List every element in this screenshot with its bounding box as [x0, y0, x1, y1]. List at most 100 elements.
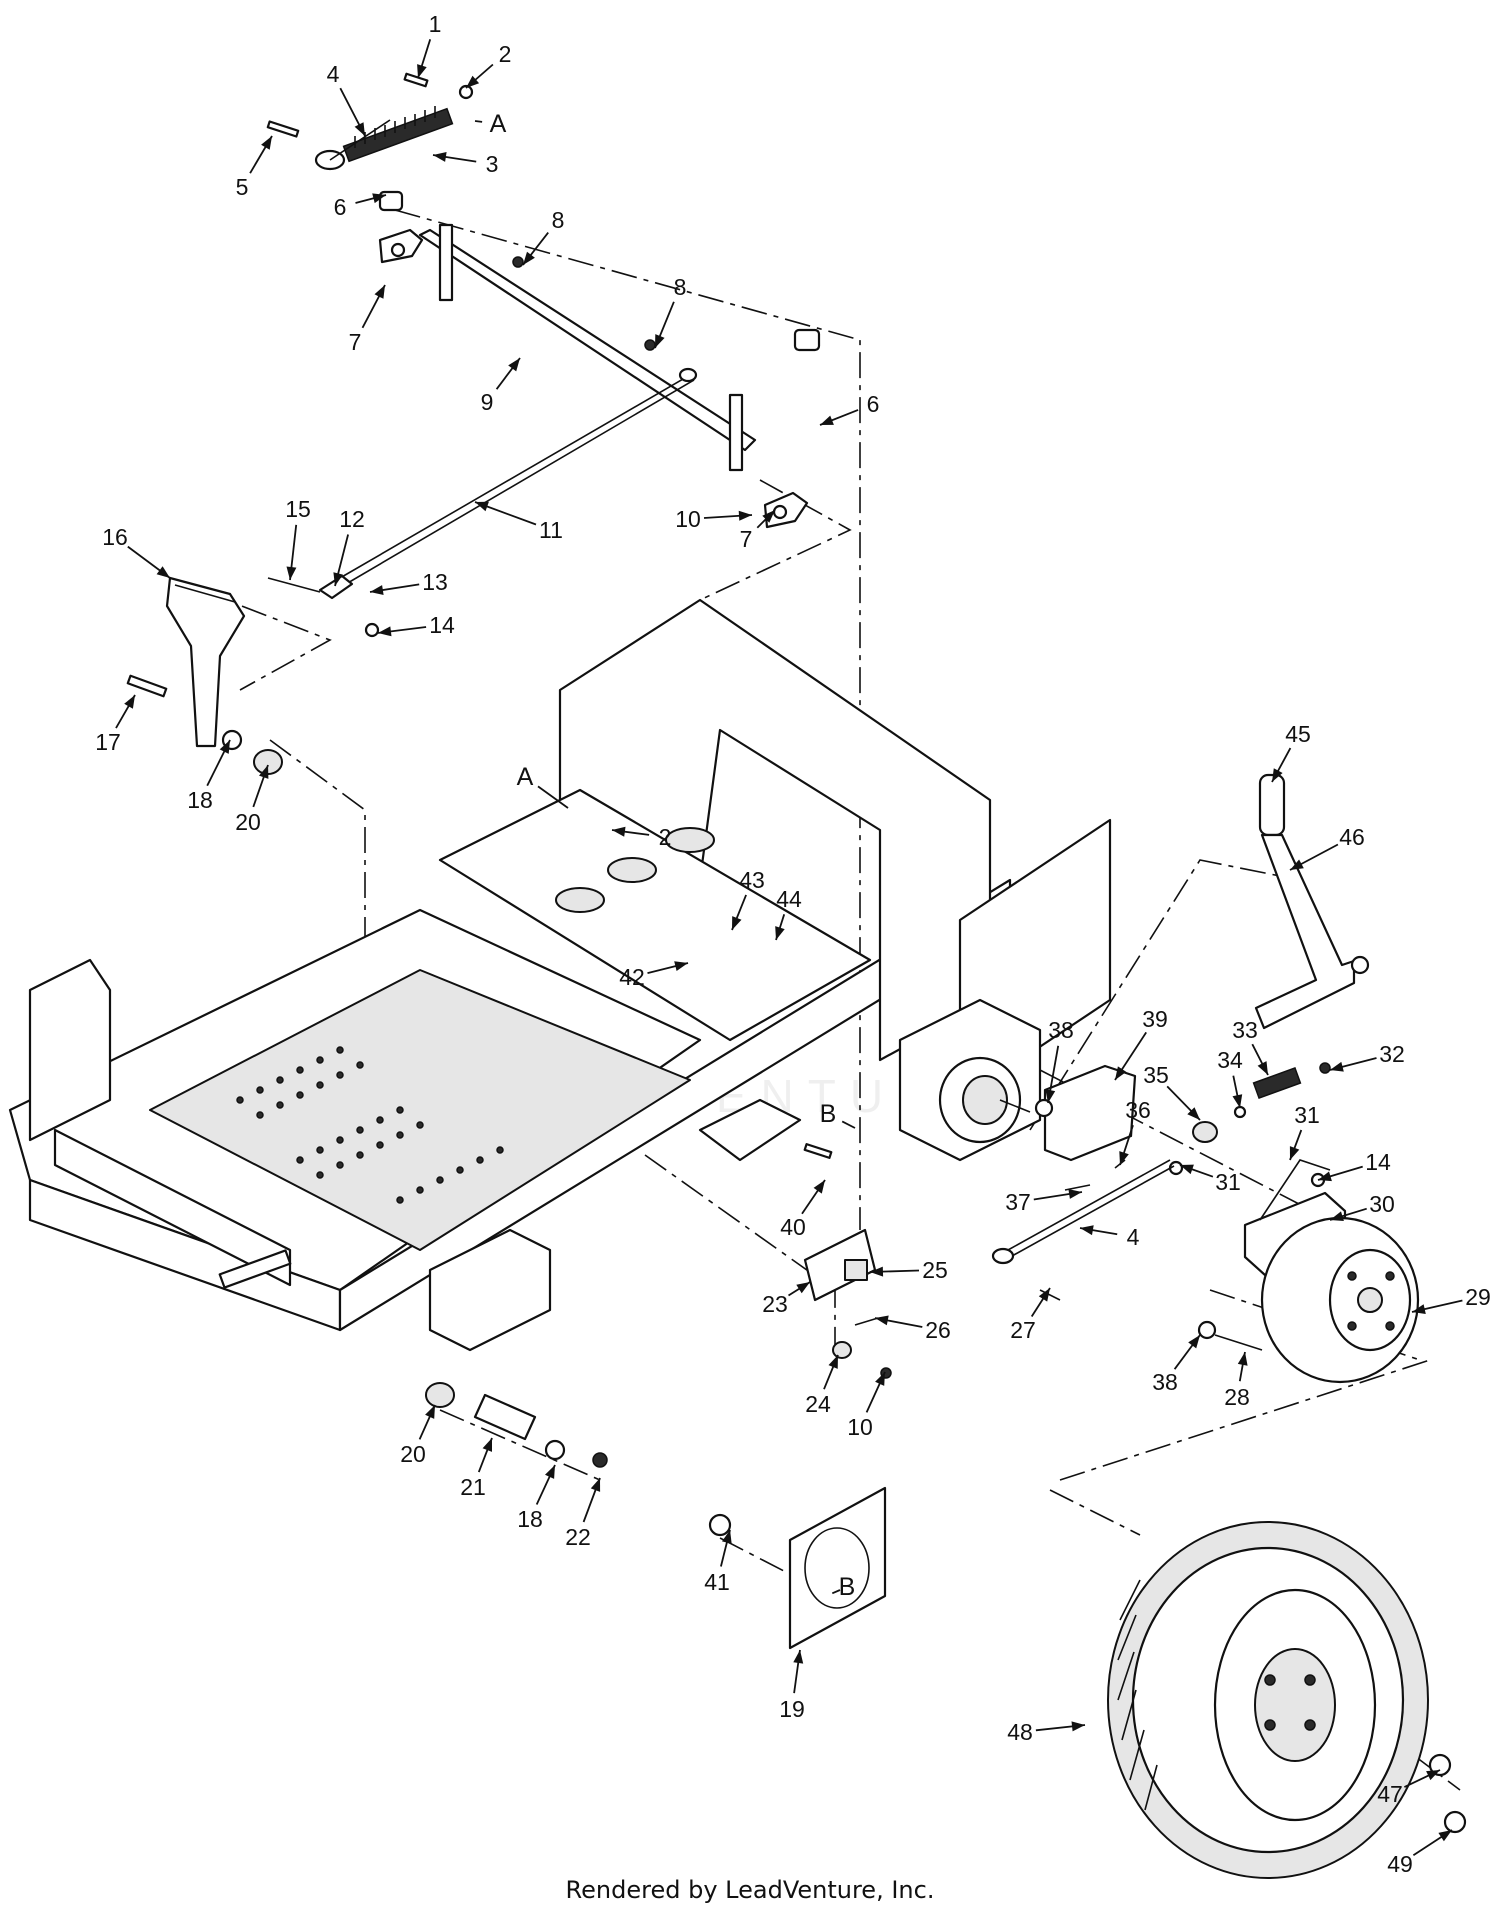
wheel-motor-assembly	[898, 998, 1420, 1384]
callout-22: 22	[565, 1477, 601, 1550]
callout-number: 18	[517, 1506, 543, 1532]
arrowhead	[508, 358, 520, 372]
bolt-1	[403, 72, 429, 88]
callout-number: 1	[429, 11, 442, 37]
callout-B: B	[831, 1573, 856, 1601]
arrowhead	[333, 572, 343, 586]
nut-8a	[512, 256, 524, 268]
callout-number: 22	[565, 1524, 591, 1550]
arrowhead	[417, 64, 427, 78]
arrowhead	[1237, 1352, 1248, 1366]
callout-28: 28	[1224, 1351, 1250, 1410]
arrowhead	[612, 826, 626, 837]
arrowhead	[1330, 1061, 1344, 1072]
bushing-6a	[378, 190, 404, 212]
callout-33: 33	[1232, 1017, 1269, 1076]
arrowhead	[1257, 1061, 1268, 1075]
arrowhead	[870, 1266, 884, 1277]
nut-8b	[644, 339, 656, 351]
arrowhead	[545, 1465, 555, 1479]
callout-number: 41	[704, 1569, 730, 1595]
bolt-28	[1214, 1334, 1263, 1351]
callout-number: 46	[1339, 824, 1365, 850]
arrowhead	[722, 1530, 732, 1544]
callout-number: 6	[867, 391, 880, 417]
callout-13: 13	[369, 569, 448, 595]
callout-20: 20	[235, 764, 269, 835]
washer-18b	[544, 1439, 566, 1461]
callout-number: 32	[1379, 1041, 1405, 1067]
callout-11: 11	[474, 501, 563, 543]
callout-number: 31	[1294, 1102, 1320, 1128]
callout-46: 46	[1289, 824, 1365, 871]
arrowhead	[466, 75, 480, 88]
callout-7: 7	[349, 284, 386, 355]
callout-12: 12	[333, 506, 365, 587]
switch-bracket	[803, 1143, 892, 1379]
arrowhead	[433, 152, 447, 162]
arrowhead	[1412, 1304, 1426, 1314]
upper-linkage	[266, 72, 821, 638]
arrowhead	[1038, 1288, 1050, 1302]
arrowhead	[219, 740, 230, 754]
callout-number: 20	[400, 1441, 426, 1467]
callout-40: 40	[780, 1179, 826, 1240]
bushing-6b	[793, 328, 821, 352]
callout-42: 42	[619, 961, 689, 990]
callout-number: B	[839, 1573, 856, 1601]
callout-number: 18	[187, 787, 213, 813]
callout-10: 10	[847, 1371, 886, 1440]
callout-20: 20	[400, 1404, 436, 1467]
arrowhead	[261, 136, 272, 150]
nut-38b	[1197, 1320, 1217, 1340]
callout-47: 47	[1377, 1769, 1441, 1807]
callout-number: 24	[805, 1391, 831, 1417]
arrowhead	[124, 695, 135, 709]
arrowhead	[775, 926, 785, 940]
callout-number: 31	[1215, 1169, 1241, 1195]
callout-6: 6	[334, 193, 387, 220]
callout-number: 36	[1125, 1097, 1151, 1123]
callout-15: 15	[285, 496, 311, 581]
arrowhead	[1119, 1151, 1129, 1165]
callout-number: 26	[925, 1317, 951, 1343]
callout-B: B	[820, 1100, 856, 1129]
callout-number: 42	[619, 964, 645, 990]
arrowhead	[425, 1405, 435, 1419]
spacer-35	[1192, 1121, 1218, 1143]
clip-14	[364, 622, 380, 638]
callout-number: B	[820, 1100, 837, 1128]
arrowhead	[875, 1372, 885, 1386]
arrowhead	[1071, 1721, 1085, 1732]
rod-4	[1007, 1159, 1171, 1251]
arrowhead	[1318, 1171, 1332, 1182]
callout-35: 35	[1143, 1062, 1201, 1121]
callout-34: 34	[1217, 1047, 1243, 1109]
arrowhead	[1115, 1066, 1127, 1080]
callout-number: 2	[659, 824, 672, 850]
callout-number: 2	[499, 41, 512, 67]
callout-16: 16	[102, 524, 171, 579]
callout-26: 26	[874, 1315, 951, 1343]
callout-number: 7	[740, 526, 753, 552]
arrowhead	[1180, 1164, 1194, 1175]
arrowhead	[1438, 1830, 1452, 1842]
callout-number: 33	[1232, 1017, 1258, 1043]
arrowhead	[796, 1282, 810, 1294]
callout-number: 15	[285, 496, 311, 522]
callout-number: 8	[674, 274, 687, 300]
callout-49: 49	[1387, 1829, 1453, 1877]
callout-number: 10	[675, 506, 701, 532]
callout-number: 3	[486, 151, 499, 177]
callout-30: 30	[1329, 1191, 1395, 1221]
main-frame	[8, 598, 1112, 1352]
callout-number: A	[517, 763, 534, 791]
callout-10: 10	[675, 506, 753, 532]
callout-number: 9	[481, 389, 494, 415]
spring-3	[342, 107, 454, 163]
arrowhead	[1272, 768, 1283, 782]
bracket-39	[1043, 1064, 1137, 1162]
leader-line	[537, 785, 569, 809]
lever-assembly	[1254, 773, 1370, 1030]
callout-36: 36	[1119, 1097, 1151, 1166]
